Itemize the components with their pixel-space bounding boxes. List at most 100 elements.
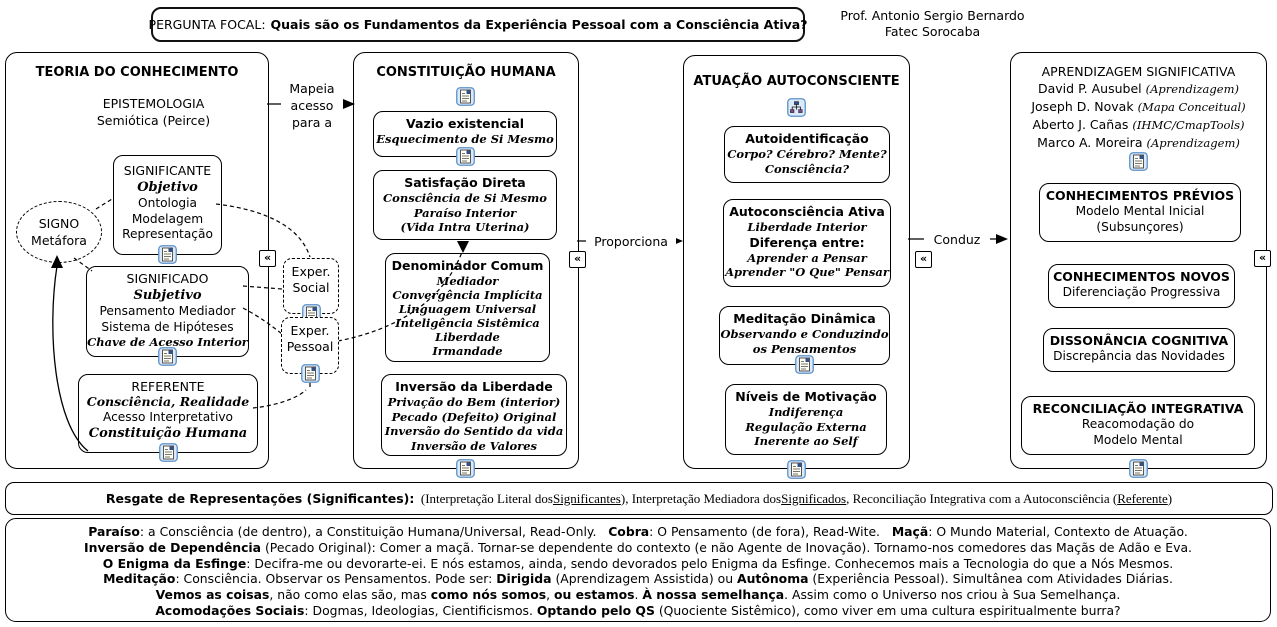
link-label-conduz[interactable]: Conduz [924, 231, 990, 248]
note-line: Meditação: Consciência. Observar os Pens… [103, 571, 1173, 587]
author-block: Prof. Antonio Sergio Bernardo Fatec Soro… [830, 8, 1035, 40]
note-line: Acomodações Sociais: Dogmas, Ideologias,… [155, 602, 1121, 618]
node-script-line: Paraíso Interior [413, 205, 517, 220]
node-signo[interactable]: SIGNO Metáfora [16, 201, 102, 263]
resource-icon[interactable] [159, 443, 178, 462]
node-title: Níveis de Motivação [735, 389, 877, 404]
node-significante[interactable]: SIGNIFICANTE Objetivo Ontologia Modelage… [113, 155, 222, 255]
node-script-line: Aprender a Pensar [747, 250, 867, 265]
group-constituicao-humana[interactable]: CONSTITUIÇÃO HUMANA Vazio existencial Es… [353, 52, 579, 469]
node-title: REFERENTE [131, 379, 205, 394]
node-script-line: os Pensamentos [752, 341, 857, 356]
author-ref-note: (Mapa Conceitual) [1137, 100, 1246, 114]
node-exper-pessoal[interactable]: Exper. Pessoal [281, 317, 339, 374]
collapse-icon[interactable]: « [915, 251, 932, 268]
node-line: Discrepância das Novidades [1053, 349, 1225, 363]
node-script-line: Constituição Humana [88, 426, 248, 441]
node-line: Exper. [291, 264, 331, 279]
group-teoria-do-conhecimento[interactable]: TEORIA DO CONHECIMENTO EPISTEMOLOGIA Sem… [5, 52, 269, 469]
node-reconciliacao-integrativa[interactable]: RECONCILIAÇÃO INTEGRATIVA Reacomodação d… [1021, 396, 1255, 455]
node-line: Modelo Mental Inicial [1075, 204, 1205, 218]
collapse-icon[interactable]: « [569, 251, 586, 268]
resource-icon[interactable] [301, 364, 320, 383]
concept-map-icon[interactable] [787, 98, 806, 117]
author-ref-note: (Aprendizagem) [1146, 136, 1240, 150]
node-niveis-de-motivacao[interactable]: Níveis de Motivação Indiferença Regulaçã… [725, 384, 887, 455]
author-ref-note: (IHMC/CmapTools) [1132, 118, 1245, 132]
group-title-aprendizagem: APRENDIZAGEM SIGNIFICATIVA [1041, 64, 1236, 79]
resource-icon[interactable] [1129, 459, 1148, 478]
resource-icon[interactable] [1129, 152, 1148, 171]
node-script-line: Subjetivo [133, 288, 202, 303]
note-line: O Enigma da Esfinge: Decifra-me ou devor… [102, 555, 1174, 571]
aprendizagem-header: APRENDIZAGEM SIGNIFICATIVA David P. Ausu… [1011, 63, 1266, 152]
resource-icon[interactable] [456, 147, 475, 166]
node-title: Autoidentificação [745, 131, 869, 146]
node-line: Social [292, 280, 330, 295]
link-label-mapeia-acesso[interactable]: Mapeia acesso para a [281, 80, 343, 131]
group-aprendizagem-significativa[interactable]: APRENDIZAGEM SIGNIFICATIVA David P. Ausu… [1010, 52, 1267, 469]
node-conhecimentos-previos[interactable]: CONHECIMENTOS PRÉVIOS Modelo Mental Inic… [1039, 183, 1241, 242]
node-title: Vazio existencial [406, 116, 524, 131]
node-title: Denominador Comum [391, 258, 544, 273]
author-ref-name: David P. Ausubel [1038, 81, 1142, 96]
node-script-line: Mediador [436, 274, 499, 288]
node-autoconsciencia-ativa[interactable]: Autoconsciência Ativa Liberdade Interior… [723, 199, 891, 287]
author-ref-name: Aberto J. Cañas [1032, 117, 1129, 132]
node-title: CONHECIMENTOS NOVOS [1053, 269, 1230, 284]
node-script-line: Consciência? [764, 161, 850, 176]
focal-question-text: Quais são os Fundamentos da Experiência … [270, 17, 808, 32]
node-meditacao-dinamica[interactable]: Meditação Dinâmica Observando e Conduzin… [719, 306, 890, 365]
node-script-line: Convergência Implícita [392, 288, 543, 302]
node-script-line: Objetivo [137, 180, 198, 195]
node-script-line: Aprender "O Que" Pensar [725, 265, 889, 279]
author-ref: Joseph D. Novak (Mapa Conceitual) [1011, 98, 1266, 116]
author-ref-name: Marco A. Moreira [1037, 135, 1143, 150]
group-atuacao-autoconsciente[interactable]: ATUAÇÃO AUTOCONSCIENTE Autoidentificação… [683, 55, 910, 469]
group-title-constituicao: CONSTITUIÇÃO HUMANA [376, 65, 556, 80]
collapse-icon[interactable]: « [259, 250, 276, 267]
node-script-line: Corpo? Cérebro? Mente? [727, 147, 887, 161]
node-script-line: Linguagem Universal [398, 302, 537, 316]
node-title: SIGNIFICADO [126, 271, 209, 286]
node-title: CONHECIMENTOS PRÉVIOS [1045, 188, 1235, 203]
node-conhecimentos-novos[interactable]: CONHECIMENTOS NOVOS Diferenciação Progre… [1048, 264, 1235, 308]
node-script-line: Esquecimento de Si Mesmo [376, 132, 554, 146]
resource-icon[interactable] [158, 245, 177, 264]
author-ref: David P. Ausubel (Aprendizagem) [1011, 80, 1266, 98]
resource-icon[interactable] [456, 459, 475, 478]
resource-icon[interactable] [158, 347, 177, 366]
node-line: Reacomodação do [1081, 417, 1195, 431]
node-script-line: Privação do Bem (interior) [387, 395, 561, 409]
node-title: SIGNIFICANTE [123, 163, 212, 178]
node-denominador-comum[interactable]: Denominador Comum Mediador Convergência … [385, 253, 550, 362]
resource-icon[interactable] [787, 460, 806, 479]
signo-line: SIGNO [38, 216, 80, 231]
node-referente[interactable]: REFERENTE Consciência, Realidade Acesso … [78, 374, 258, 453]
epistemologia-line: EPISTEMOLOGIA [102, 96, 205, 111]
link-label-proporciona[interactable]: Proporciona [586, 233, 676, 250]
resource-icon[interactable] [456, 87, 475, 106]
node-epistemologia[interactable]: EPISTEMOLOGIA Semiótica (Peirce) [61, 95, 246, 129]
node-significado[interactable]: SIGNIFICADO Subjetivo Pensamento Mediado… [86, 266, 249, 357]
node-title: Inversão da Liberdade [395, 379, 553, 394]
node-exper-social[interactable]: Exper. Social [283, 258, 339, 314]
resource-icon[interactable] [795, 355, 814, 374]
node-inversao-da-liberdade[interactable]: Inversão da Liberdade Privação do Bem (i… [381, 374, 567, 456]
node-line: Modelo Mental [1093, 432, 1183, 447]
link-label-line: Mapeia [289, 81, 335, 96]
node-dissonancia-cognitiva[interactable]: DISSONÂNCIA COGNITIVA Discrepância das N… [1043, 328, 1235, 372]
node-script-line: Liberdade Interior [747, 220, 867, 234]
node-script-line: Indiferença [768, 405, 844, 419]
node-line: Diferenciação Progressiva [1062, 285, 1221, 299]
collapse-icon[interactable]: « [1254, 250, 1271, 267]
node-line: Exper. [290, 323, 330, 338]
node-line: Ontologia [138, 196, 197, 210]
node-autoidentificacao[interactable]: Autoidentificação Corpo? Cérebro? Mente?… [724, 126, 890, 183]
node-script-line: Inversão de Valores [411, 438, 537, 453]
group-title-teoria: TEORIA DO CONHECIMENTO [35, 65, 239, 80]
node-satisfacao-direta[interactable]: Satisfação Direta Consciência de Si Mesm… [373, 170, 557, 240]
author-institution: Fatec Sorocaba [884, 24, 981, 39]
node-vazio-existencial[interactable]: Vazio existencial Esquecimento de Si Mes… [373, 111, 557, 157]
focal-question-box[interactable]: PERGUNTA FOCAL: Quais são os Fundamentos… [149, 7, 808, 42]
